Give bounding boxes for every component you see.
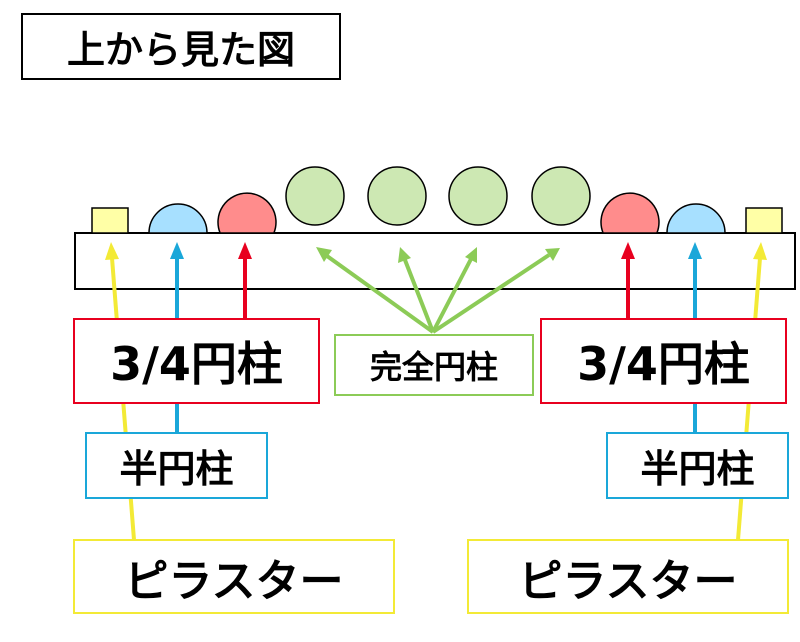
- full-column-3: [448, 166, 508, 226]
- half-column-right: [666, 203, 726, 234]
- three-quarter-arrow-right: [621, 242, 635, 318]
- half-column-left: [148, 203, 208, 234]
- full-column-text: 完全円柱: [369, 348, 498, 386]
- full-column-4: [531, 166, 591, 226]
- wall: [74, 232, 796, 290]
- page-title: 上から見た図: [66, 28, 295, 72]
- full-column-label: 完全円柱: [334, 334, 534, 396]
- title-box: 上から見た図: [21, 13, 341, 80]
- three-quarter-column-text-right: 3/4円柱: [577, 337, 750, 391]
- three-quarter-column-label-right: 3/4円柱: [540, 318, 787, 404]
- full-column-arrows: [316, 247, 560, 334]
- pilaster-text-right: ピラスター: [518, 555, 738, 607]
- pilaster-text-left: ピラスター: [124, 555, 344, 607]
- three-quarter-column-right: [600, 192, 660, 234]
- full-column-1: [285, 166, 345, 226]
- pilaster-right: [745, 207, 783, 234]
- half-column-label-left: 半円柱: [85, 432, 268, 499]
- half-column-text-left: 半円柱: [119, 447, 234, 491]
- three-quarter-column-left: [217, 192, 277, 234]
- full-column-2: [367, 166, 427, 226]
- three-quarter-column-text-left: 3/4円柱: [110, 337, 283, 391]
- three-quarter-arrow-left: [238, 242, 252, 318]
- three-quarter-column-label-left: 3/4円柱: [73, 318, 320, 404]
- pilaster-left: [91, 207, 129, 234]
- pilaster-label-left: ピラスター: [73, 539, 395, 614]
- half-column-label-right: 半円柱: [606, 432, 789, 499]
- pilaster-label-right: ピラスター: [467, 539, 789, 614]
- half-column-text-right: 半円柱: [640, 447, 755, 491]
